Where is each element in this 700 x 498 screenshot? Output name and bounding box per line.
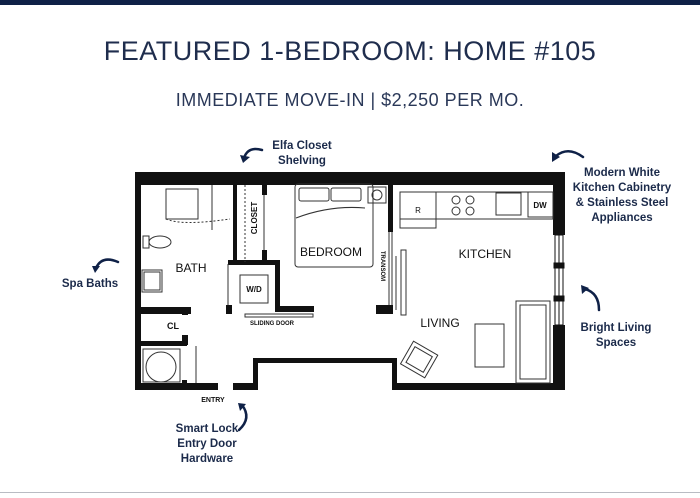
room-label-living: LIVING: [420, 316, 459, 330]
fixtures: [141, 183, 554, 384]
callout-line: Kitchen Cabinetry: [572, 182, 672, 194]
callout-line: Entry Door: [177, 438, 237, 450]
interior-walls: [141, 183, 393, 385]
window-right: [553, 234, 565, 326]
page-title: FEATURED 1-BEDROOM: HOME #105: [103, 36, 597, 66]
callout-line: & Stainless Steel: [575, 197, 669, 209]
label-dishwasher: DW: [533, 201, 547, 210]
label-sliding-door: SLIDING DOOR: [250, 321, 295, 327]
room-label-kitchen: KITCHEN: [459, 247, 512, 261]
label-linen-closet: CL: [167, 321, 179, 331]
callout-line: Hardware: [180, 453, 234, 465]
arrow-living-icon: [583, 287, 601, 312]
callout-line: Modern White: [583, 167, 661, 179]
callout-line: Spa Baths: [61, 278, 119, 290]
room-label-bath: BATH: [175, 261, 206, 275]
room-label-bedroom: BEDROOM: [300, 245, 362, 259]
callout-line: Smart Lock: [175, 423, 239, 435]
label-transom: TRANSOM: [379, 251, 385, 281]
callout-line: Bright Living: [580, 322, 652, 334]
label-washer-dryer: W/D: [246, 285, 262, 294]
arrow-kitchen-icon: [554, 150, 585, 159]
arrow-entry-icon: [237, 403, 248, 432]
label-entry: ENTRY: [201, 397, 225, 404]
label-closet: CLOSET: [250, 202, 259, 235]
callout-line: Appliances: [591, 212, 653, 224]
callout-kitchen: Modern White Kitchen Cabinetry & Stainle…: [566, 166, 678, 226]
callout-living: Bright Living Spaces: [574, 321, 658, 351]
callout-entry: Smart Lock Entry Door Hardware: [165, 422, 249, 467]
callout-bath: Spa Baths: [55, 277, 125, 292]
label-refrigerator: R: [415, 206, 421, 215]
exterior-walls: [135, 172, 565, 390]
callout-closet: Elfa Closet Shelving: [262, 139, 342, 169]
top-accent-bar: [0, 0, 700, 5]
bottom-divider: [0, 492, 700, 493]
page-subtitle: IMMEDIATE MOVE-IN | $2,250 PER MO.: [175, 90, 525, 110]
callout-line: Spaces: [595, 337, 637, 349]
callout-line: Shelving: [278, 155, 326, 167]
callout-line: Elfa Closet: [272, 140, 332, 152]
